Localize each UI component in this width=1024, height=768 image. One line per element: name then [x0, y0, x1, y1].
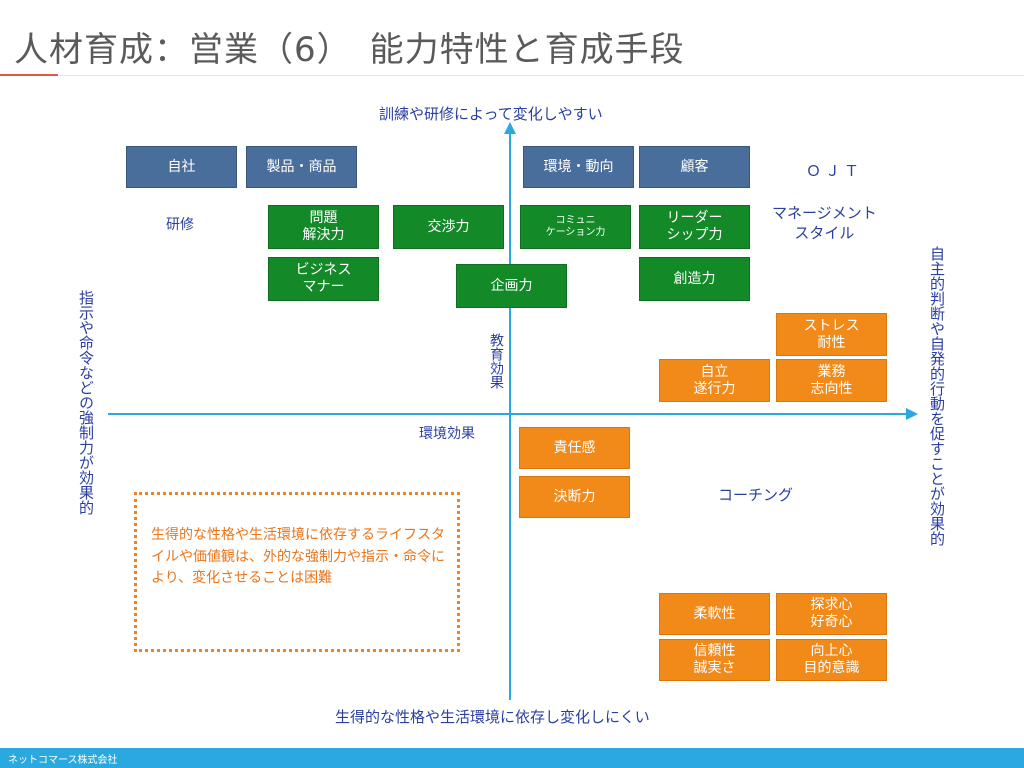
- box-stress: ストレス 耐性: [776, 313, 887, 356]
- box-junan: 柔軟性: [659, 593, 770, 635]
- label-kankyo-koka: 環境効果: [419, 426, 475, 442]
- footer-bar: [0, 748, 1024, 768]
- vertical-axis-arrow-icon: [504, 122, 516, 134]
- box-mondai: 問題 解決力: [268, 205, 379, 249]
- footer-company: ネットコマース株式会社: [8, 755, 118, 766]
- vertical-axis: [509, 133, 511, 700]
- label-kenshu: 研修: [166, 217, 194, 233]
- box-jisha: 自社: [126, 146, 237, 188]
- box-sekinin: 責任感: [519, 427, 630, 469]
- box-kankyo-doko: 環境・動向: [523, 146, 634, 188]
- axis-label-right: 自主的判断や自発的行動を促すことが効果的: [928, 246, 946, 546]
- box-sozo: 創造力: [639, 257, 750, 301]
- note-box: 生得的な性格や生活環境に依存するライフスタイルや価値観は、外的な強制力や指示・命…: [134, 492, 460, 652]
- axis-label-left: 指示や命令などの強制力が効果的: [77, 290, 95, 515]
- box-communication: コミュニ ケーション力: [520, 205, 631, 249]
- axis-label-bottom: 生得的な性格や生活環境に依存し変化しにくい: [335, 708, 650, 726]
- box-leadership: リーダー シップ力: [639, 205, 750, 249]
- box-kosho: 交渉力: [393, 205, 504, 249]
- page-title: 人材育成：営業（6） 能力特性と育成手段: [14, 30, 685, 70]
- label-coaching: コーチング: [718, 486, 794, 504]
- box-kojo: 向上心 目的意識: [776, 639, 887, 681]
- horizontal-axis-arrow-icon: [906, 408, 918, 420]
- box-seihin: 製品・商品: [246, 146, 357, 188]
- box-jiritsu: 自立 遂行力: [659, 359, 770, 402]
- box-shinrai: 信頼性 誠実さ: [659, 639, 770, 681]
- label-kyoiku-koka: 教育効果: [488, 333, 504, 389]
- horizontal-axis: [108, 413, 908, 415]
- box-gyomu: 業務 志向性: [776, 359, 887, 402]
- box-tankyu: 探求心 好奇心: [776, 593, 887, 635]
- label-management-style: マネージメント スタイル: [772, 204, 877, 243]
- box-kokyaku: 顧客: [639, 146, 750, 188]
- title-rule: [58, 75, 1024, 76]
- title-accent-rule: [0, 74, 58, 76]
- axis-label-top: 訓練や研修によって変化しやすい: [379, 105, 603, 123]
- box-kikaku: 企画力: [456, 264, 567, 308]
- box-ketsudan: 決断力: [519, 476, 630, 518]
- box-business-manner: ビジネス マナー: [268, 257, 379, 301]
- label-ojt: ＯＪＴ: [806, 162, 864, 180]
